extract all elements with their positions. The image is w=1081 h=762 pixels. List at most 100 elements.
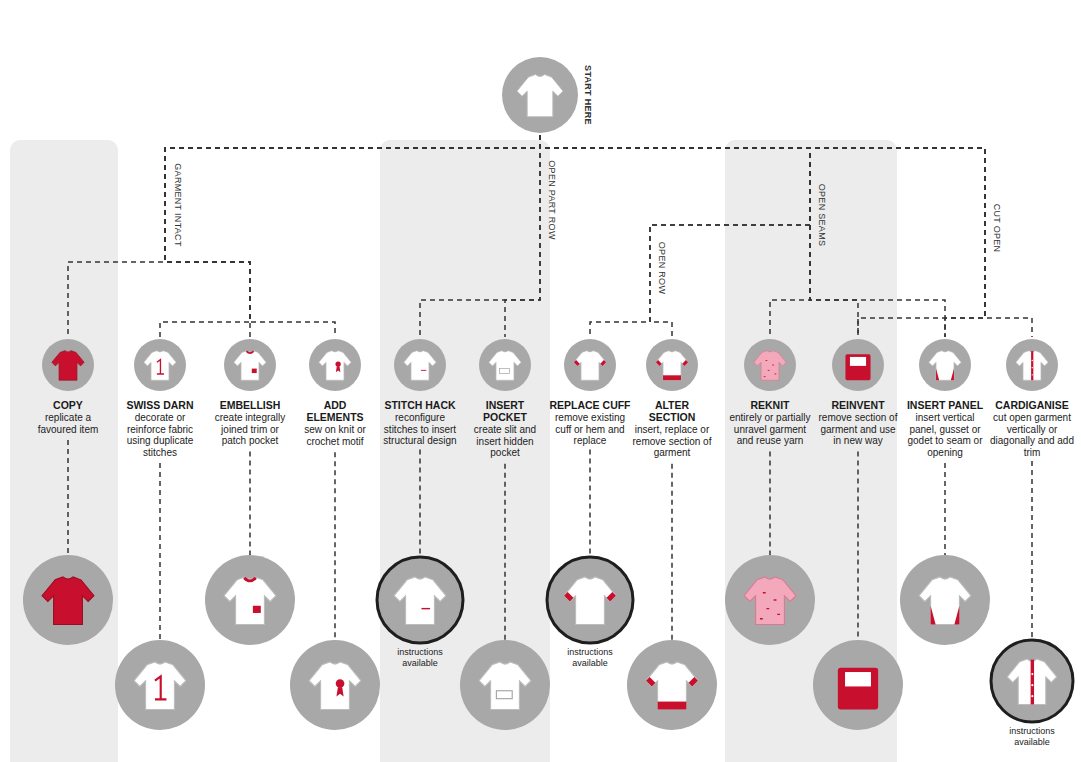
result-circle <box>813 640 903 730</box>
technique-description: replicate a favoured item <box>27 412 109 435</box>
branch-label: GARMENT INTACT <box>173 163 183 246</box>
branch-label: OPEN PART ROW <box>547 160 557 239</box>
dashed-connector <box>540 135 810 337</box>
technique-icon <box>1004 337 1060 393</box>
result-circle <box>23 555 113 645</box>
technique-icon <box>222 337 278 393</box>
leader-line <box>249 452 251 555</box>
leader-line <box>67 440 69 555</box>
dashed-connector <box>540 135 1032 337</box>
dashed-connector <box>589 450 591 555</box>
result-node: instructions available <box>375 555 465 669</box>
group-band <box>725 140 897 762</box>
technique-node: INSERT PANELinsert vertical panel, gusse… <box>904 337 986 461</box>
group-band <box>10 140 118 762</box>
branch-label: CUT OPEN <box>992 204 1002 253</box>
leader-line <box>334 452 336 640</box>
technique-icon <box>644 337 700 393</box>
result-circle <box>725 555 815 645</box>
technique-title: EMBELLISH <box>209 399 291 411</box>
leader-line <box>857 452 859 640</box>
technique-icon <box>477 337 533 393</box>
technique-node: SWISS DARNdecorate or reinforce fabric u… <box>119 337 201 461</box>
technique-description: remove section of garment and use in new… <box>817 412 899 447</box>
dashed-connector <box>420 135 540 337</box>
technique-node: REINVENTremove section of garment and us… <box>817 337 899 450</box>
technique-icon <box>742 337 798 393</box>
technique-node: CARDIGANISEcut open garment vertically o… <box>988 337 1076 461</box>
technique-title: ADD ELEMENTS <box>294 399 376 423</box>
start-label: START HERE <box>583 65 593 125</box>
dashed-connector <box>540 135 945 337</box>
instructions-note: instructions available <box>997 726 1067 748</box>
dashed-connector <box>165 135 540 337</box>
technique-description: decorate or reinforce fabric using dupli… <box>119 412 201 458</box>
technique-title: INSERT POCKET <box>464 399 546 423</box>
technique-title: SWISS DARN <box>119 399 201 411</box>
dashed-connector <box>1031 461 1033 638</box>
branch-label: OPEN ROW <box>657 242 667 294</box>
technique-icon <box>392 337 448 393</box>
technique-description: entirely or partially unravel garment an… <box>729 412 811 447</box>
technique-description: cut open garment vertically or diagonall… <box>988 412 1076 458</box>
branch-label: OPEN SEAMS <box>817 184 827 247</box>
technique-description: insert, replace or remove section of gar… <box>631 424 713 459</box>
dashed-connector <box>540 135 810 337</box>
technique-icon <box>562 337 618 393</box>
result-circle <box>900 555 990 645</box>
technique-title: REINVENT <box>817 399 899 411</box>
technique-node: REPLACE CUFFremove existing cuff or hem … <box>549 337 631 450</box>
technique-node: ALTER SECTIONinsert, replace or remove s… <box>631 337 713 462</box>
technique-node: STITCH HACKreconfigure stitches to inser… <box>379 337 461 450</box>
technique-description: remove existing cuff or hem and replace <box>549 412 631 447</box>
technique-description: create integrally joined trim or patch p… <box>209 412 291 447</box>
technique-title: INSERT PANEL <box>904 399 986 411</box>
leader-line <box>671 464 673 640</box>
dashed-connector <box>160 135 540 337</box>
technique-title: REKNIT <box>729 399 811 411</box>
technique-icon <box>830 337 886 393</box>
technique-node: REKNITentirely or partially unravel garm… <box>729 337 811 450</box>
leader-line <box>944 463 946 555</box>
leader-line <box>504 464 506 640</box>
dashed-connector <box>540 135 985 337</box>
technique-title: CARDIGANISE <box>988 399 1076 411</box>
technique-title: REPLACE CUFF <box>549 399 631 411</box>
result-circle <box>627 640 717 730</box>
result-node: instructions available <box>545 555 635 669</box>
technique-icon <box>307 337 363 393</box>
leader-line <box>769 452 771 555</box>
result-circle <box>460 640 550 730</box>
leader-line <box>159 463 161 640</box>
technique-description: reconfigure stitches to insert structura… <box>379 412 461 447</box>
result-icon <box>545 555 635 645</box>
result-icon <box>375 555 465 645</box>
technique-node: INSERT POCKETcreate slit and insert hidd… <box>464 337 546 462</box>
dashed-connector <box>165 135 540 337</box>
instructions-note: instructions available <box>385 647 455 669</box>
technique-icon <box>40 337 96 393</box>
sweater-icon <box>500 55 580 135</box>
technique-title: COPY <box>27 399 109 411</box>
result-circle <box>290 640 380 730</box>
technique-node: COPYreplicate a favoured item <box>27 337 109 438</box>
result-circle <box>115 640 205 730</box>
group-band <box>380 140 550 762</box>
technique-description: insert vertical panel, gusset or godet t… <box>904 412 986 458</box>
technique-icon <box>132 337 188 393</box>
result-node: instructions available <box>989 638 1075 748</box>
technique-node: ADD ELEMENTSsew on knit or crochet motif <box>294 337 376 450</box>
start-node: START HERE <box>500 55 610 135</box>
result-icon <box>989 638 1075 724</box>
dashed-connector <box>540 135 810 337</box>
dashed-connector <box>540 135 985 337</box>
result-circle <box>205 555 295 645</box>
instructions-note: instructions available <box>555 647 625 669</box>
technique-description: create slit and insert hidden pocket <box>464 424 546 459</box>
technique-node: EMBELLISHcreate integrally joined trim o… <box>209 337 291 450</box>
technique-title: ALTER SECTION <box>631 399 713 423</box>
technique-title: STITCH HACK <box>379 399 461 411</box>
technique-icon <box>917 337 973 393</box>
technique-description: sew on knit or crochet motif <box>294 424 376 447</box>
